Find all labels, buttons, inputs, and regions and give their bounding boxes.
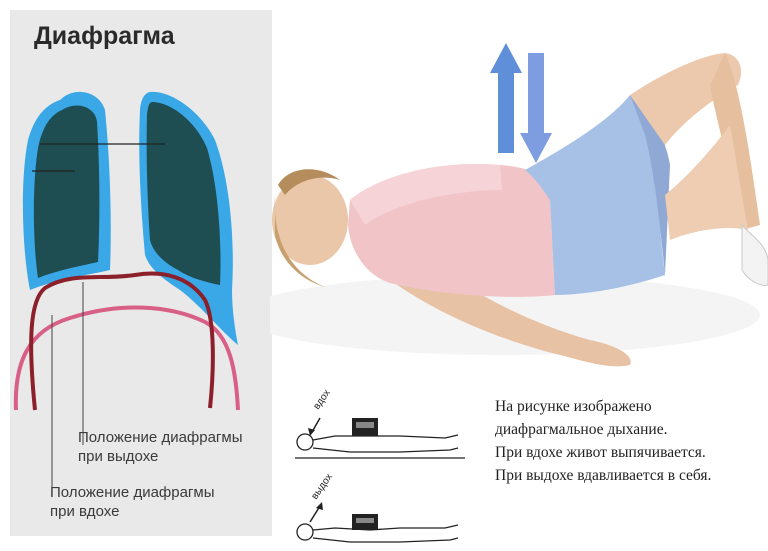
exhale-tag: выдох	[309, 472, 335, 502]
small-breathing-figures: вдох выдох	[290, 380, 480, 545]
lungs-diagram	[0, 0, 280, 551]
left-lung-inner	[34, 106, 100, 278]
inhale-curve	[16, 307, 238, 410]
breathing-person-illustration	[270, 25, 768, 375]
exhale-label-line1: Положение диафрагмы	[78, 428, 278, 447]
inhale-label-line1: Положение диафрагмы	[50, 483, 260, 502]
shoe	[742, 225, 768, 285]
inhale-label-line2: при вдохе	[50, 502, 260, 521]
caption-line3: При вдохе живот выпячивается.	[495, 441, 765, 464]
inhale-label: Положение диафрагмы при вдохе	[50, 483, 260, 521]
down-arrow-icon	[520, 53, 552, 163]
up-arrow-icon	[490, 43, 522, 153]
inhale-tag: вдох	[311, 388, 332, 412]
caption-line2: диафрагмальное дыхание.	[495, 418, 765, 441]
exhale-label: Положение диафрагмы при выдохе	[78, 428, 278, 466]
exhale-figure: выдох	[295, 472, 465, 545]
inhale-figure: вдох	[295, 388, 465, 458]
caption-line4: При выдохе вдавливается в себя.	[495, 464, 765, 487]
caption-line1: На рисунке изображено	[495, 395, 765, 418]
exhale-label-line2: при выдохе	[78, 447, 278, 466]
caption: На рисунке изображено диафрагмальное дых…	[495, 395, 765, 487]
head	[272, 169, 348, 287]
